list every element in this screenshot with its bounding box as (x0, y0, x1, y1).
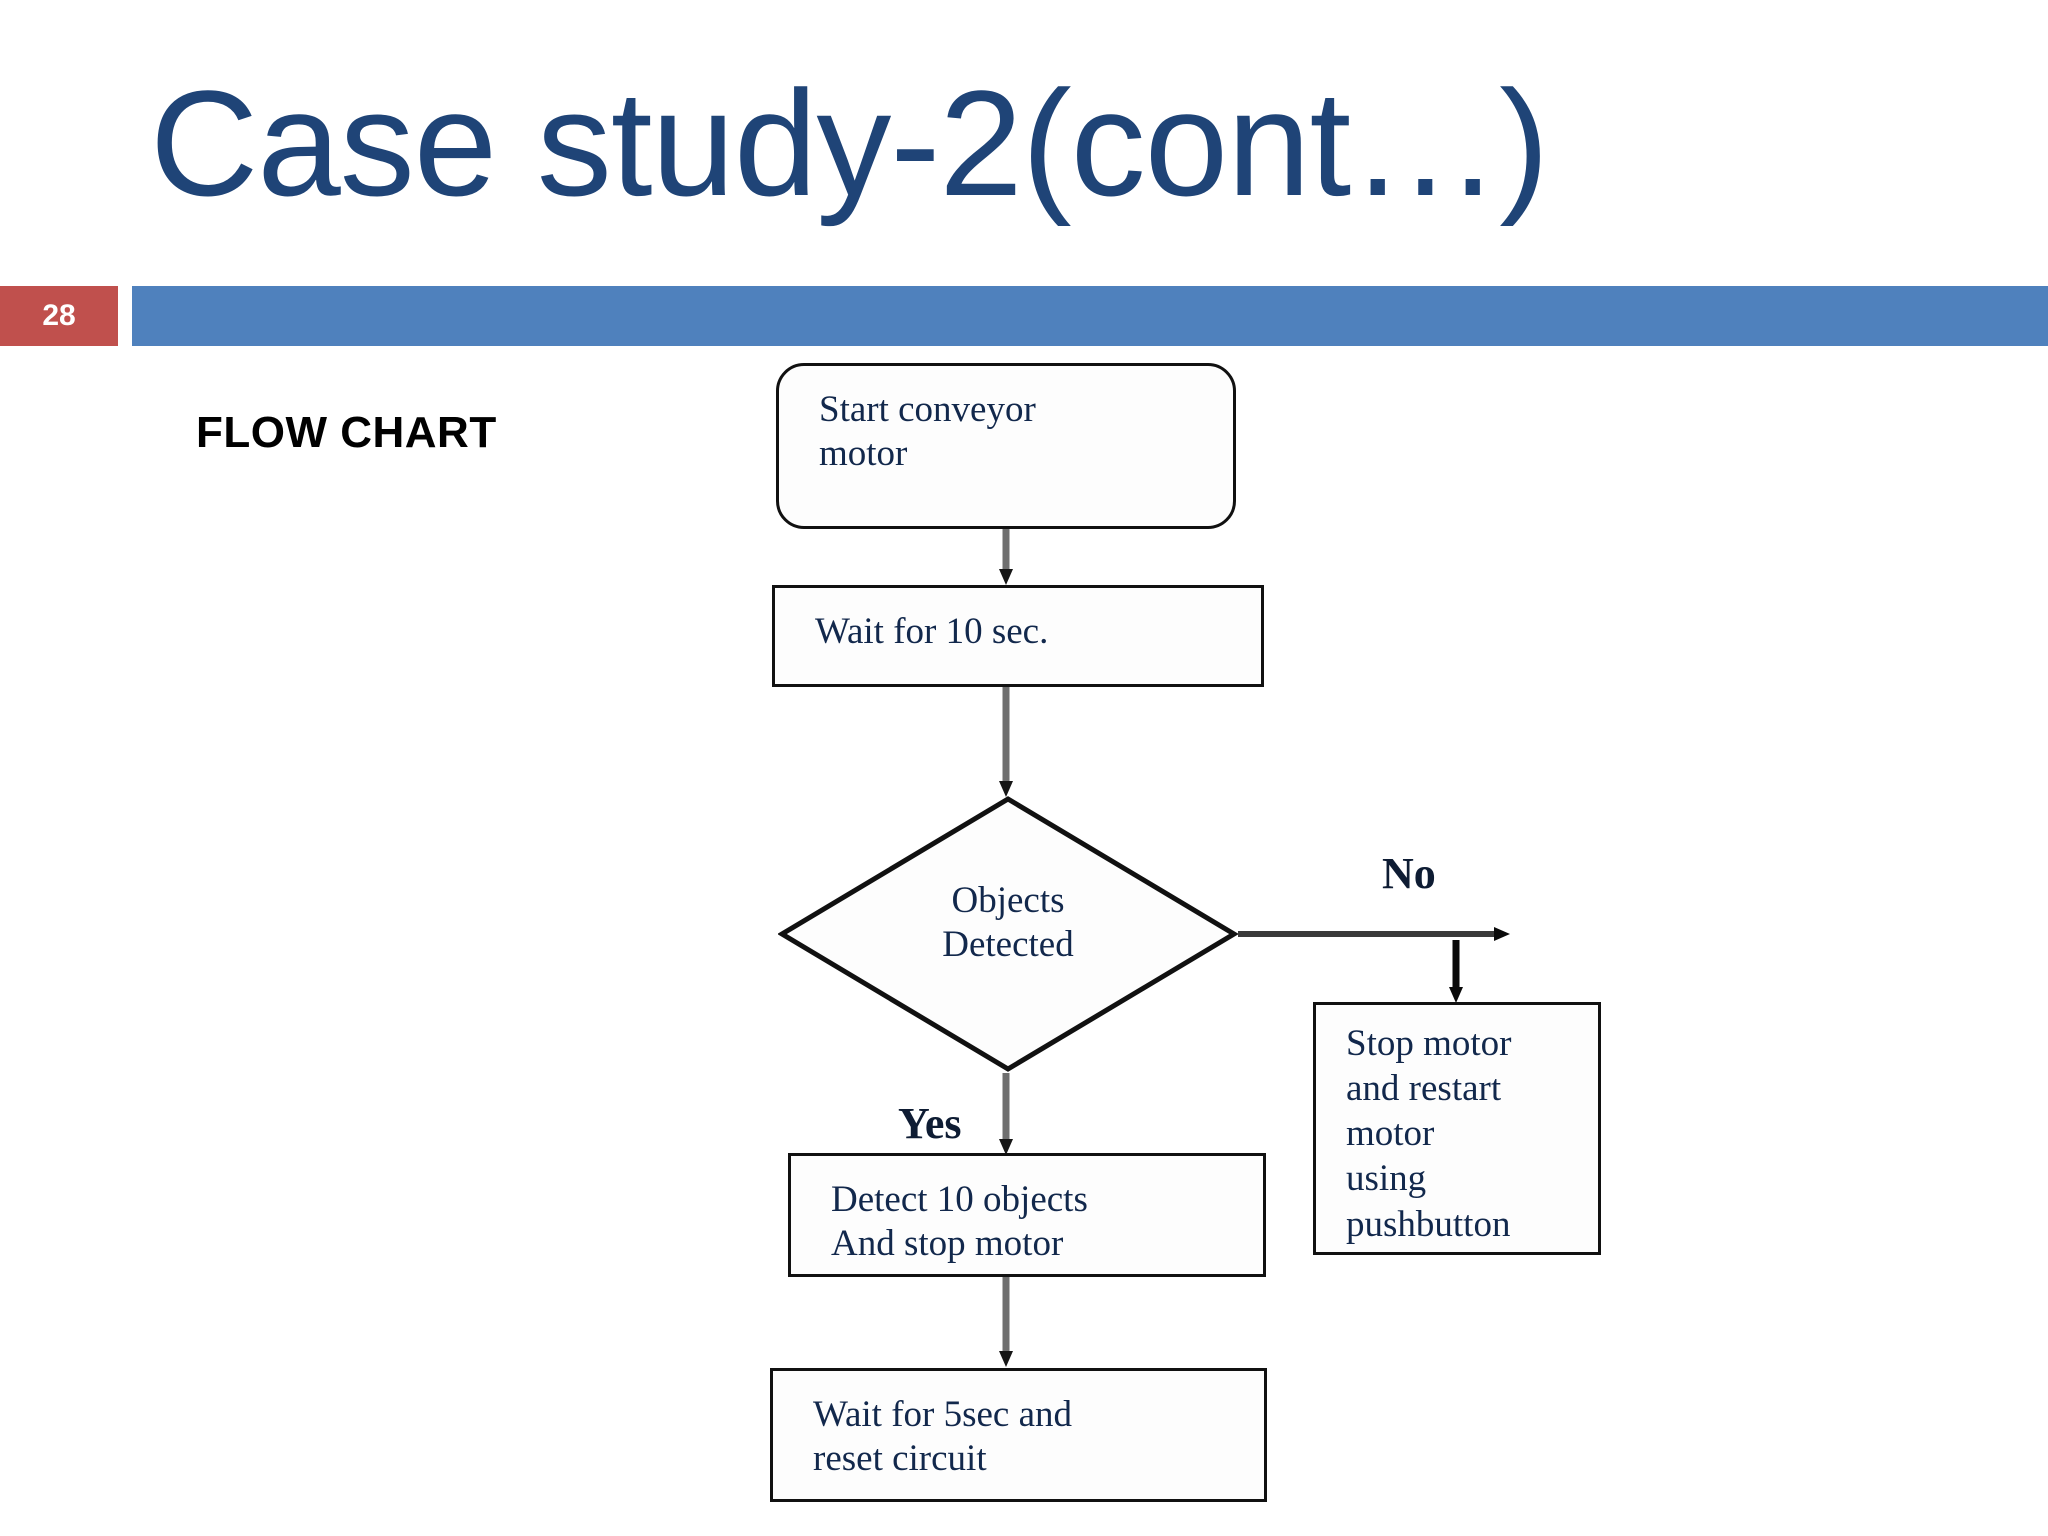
page-number-badge: 28 (0, 286, 118, 346)
diamond-shape (778, 796, 1238, 1072)
flow-chart-heading: FLOW CHART (196, 408, 497, 457)
edge-label-no: No (1382, 849, 1436, 898)
edge-label-yes: Yes (898, 1099, 962, 1148)
flow-node-start-conveyor-motor: Start conveyor motor (776, 363, 1236, 529)
flow-node-decision-label: Objects Detected (942, 880, 1074, 965)
flow-node-stop-motor-restart: Stop motor and restart motor using pushb… (1313, 1002, 1601, 1255)
flow-node-detect-10-objects: Detect 10 objects And stop motor (788, 1153, 1266, 1277)
flow-node-objects-detected: Objects Detected (778, 795, 1238, 1073)
edge-decision-to-stop (1238, 927, 1510, 1003)
divider-bar (132, 286, 2048, 346)
flow-node-wait-10-sec: Wait for 10 sec. (772, 585, 1264, 687)
flow-node-wait-5sec-reset: Wait for 5sec and reset circuit (770, 1368, 1267, 1502)
title-divider-band: 28 (0, 286, 2048, 346)
page-title: Case study-2(cont…) (150, 59, 1549, 227)
